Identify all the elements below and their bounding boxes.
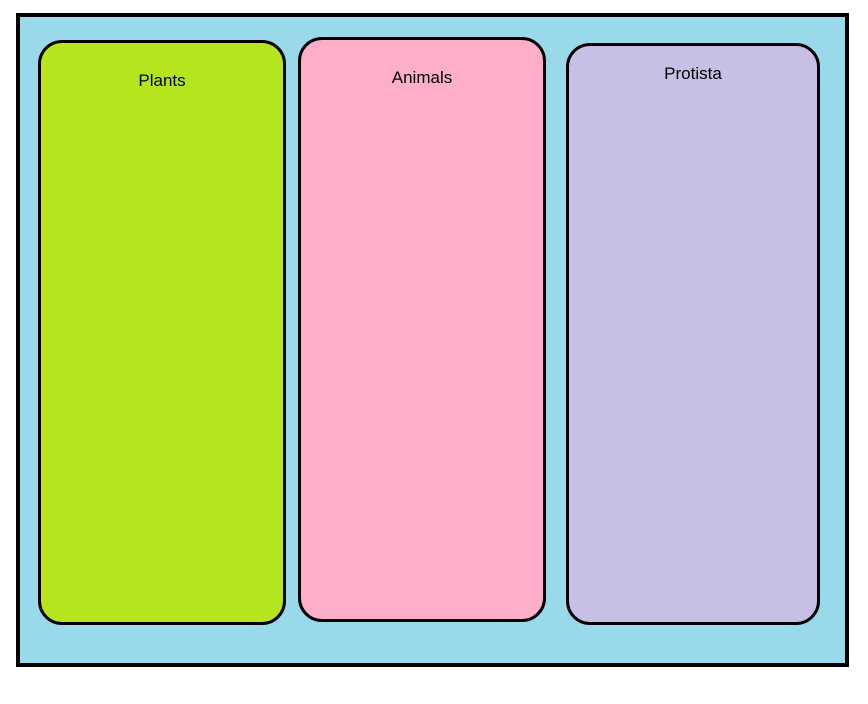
category-card-animals: Animals — [298, 37, 546, 622]
category-label-protista: Protista — [664, 64, 722, 83]
category-label-animals: Animals — [391, 68, 453, 87]
poster-frame: Plants Animals Protista — [16, 13, 849, 667]
category-label-plants: Plants — [138, 71, 186, 90]
category-card-protista: Protista — [566, 43, 820, 625]
category-card-plants: Plants — [38, 40, 286, 625]
